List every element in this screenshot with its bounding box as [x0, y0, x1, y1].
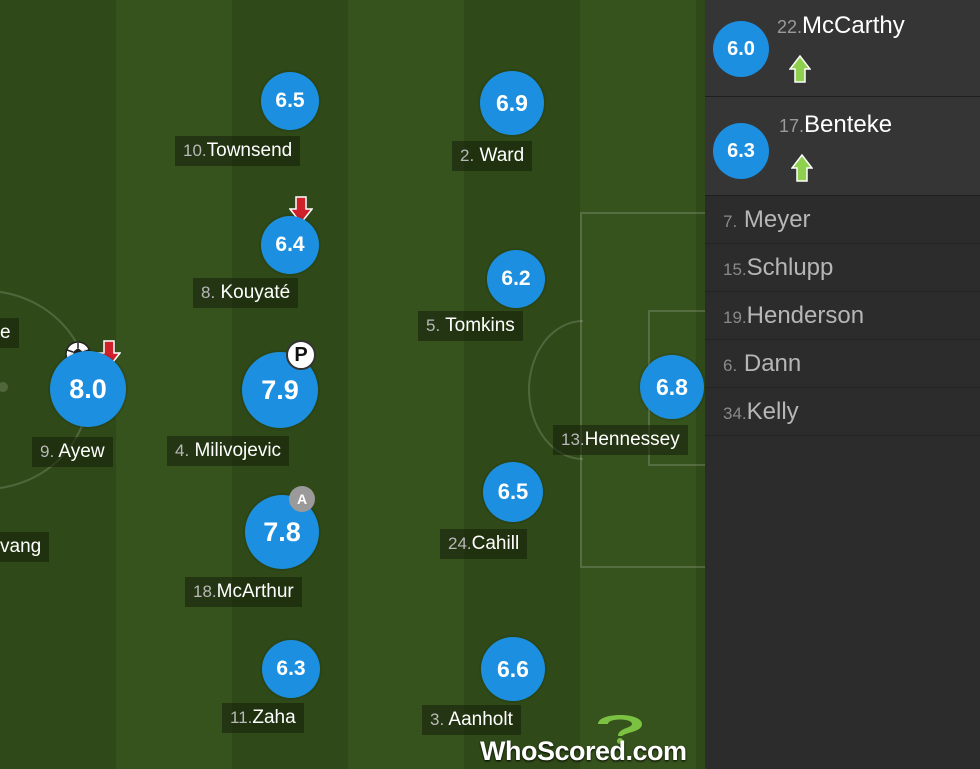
player-label-milivojevic[interactable]: 4. Milivojevic — [167, 436, 290, 466]
question-mark-logo-icon — [598, 715, 642, 744]
bench-row-henderson[interactable]: 19.Henderson — [705, 292, 980, 340]
player-rating-ward[interactable]: 6.9 — [480, 71, 544, 135]
bench-row-kelly[interactable]: 34.Kelly — [705, 388, 980, 436]
substitute-label-mccarthy: 22.McCarthy — [777, 12, 905, 39]
player-label-zaha[interactable]: 11.Zaha — [222, 703, 304, 733]
substitute-rating-mccarthy: 6.0 — [713, 21, 769, 77]
player-label-kouyate[interactable]: 8. Kouyaté — [193, 278, 299, 308]
bench-row-schlupp[interactable]: 15.Schlupp — [705, 244, 980, 292]
player-label-ayew[interactable]: 9. Ayew — [32, 437, 113, 467]
player-label-townsend[interactable]: 10.Townsend — [175, 136, 301, 166]
player-rating-aanholt[interactable]: 6.6 — [481, 637, 545, 701]
player-label-cahill[interactable]: 24.Cahill — [440, 529, 528, 559]
player-label-mcarthur[interactable]: 18.McArthur — [185, 577, 302, 607]
center-spot — [0, 382, 8, 392]
bench-row-dann[interactable]: 6. Dann — [705, 340, 980, 388]
player-label-aanholt[interactable]: 3. Aanholt — [422, 705, 521, 735]
substitute-row-mccarthy[interactable]: 6.0 22.McCarthy — [705, 0, 980, 97]
sub-off-arrow-icon — [289, 196, 313, 224]
pitch: e vang 6.5 10.Townsend 6.9 2. Ward 6.4 8… — [0, 0, 705, 769]
whoscored-logo: WhoScored.com — [480, 712, 700, 767]
sub-on-arrow-icon — [789, 55, 811, 83]
player-rating-zaha[interactable]: 6.3 — [262, 640, 320, 698]
logo-text: WhoScored.com — [480, 736, 687, 766]
sub-off-arrow-icon — [97, 340, 121, 368]
bench-row-meyer[interactable]: 7. Meyer — [705, 196, 980, 244]
partial-player-label-bottom[interactable]: vang — [0, 532, 50, 562]
player-rating-townsend[interactable]: 6.5 — [261, 72, 319, 130]
player-label-ward[interactable]: 2. Ward — [452, 141, 533, 171]
substitute-rating-benteke: 6.3 — [713, 123, 769, 179]
penalty-icon: P — [286, 340, 316, 370]
substitute-row-benteke[interactable]: 6.3 17.Benteke — [705, 97, 980, 196]
captain-icon: A — [289, 486, 315, 512]
player-rating-kouyate[interactable]: 6.4 — [261, 216, 319, 274]
partial-player-label-top[interactable]: e — [0, 318, 19, 348]
substitute-label-benteke: 17.Benteke — [779, 111, 893, 138]
sub-on-arrow-icon — [791, 154, 813, 182]
player-rating-ayew[interactable]: 8.0 — [50, 351, 126, 427]
player-rating-hennessey[interactable]: 6.8 — [640, 355, 704, 419]
player-rating-tomkins[interactable]: 6.2 — [487, 250, 545, 308]
player-label-hennessey[interactable]: 13.Hennessey — [553, 425, 688, 455]
player-label-tomkins[interactable]: 5. Tomkins — [418, 311, 523, 341]
player-rating-cahill[interactable]: 6.5 — [483, 462, 543, 522]
substitutes-panel: 6.0 22.McCarthy 6.3 17.Benteke 7. Meyer … — [705, 0, 980, 769]
